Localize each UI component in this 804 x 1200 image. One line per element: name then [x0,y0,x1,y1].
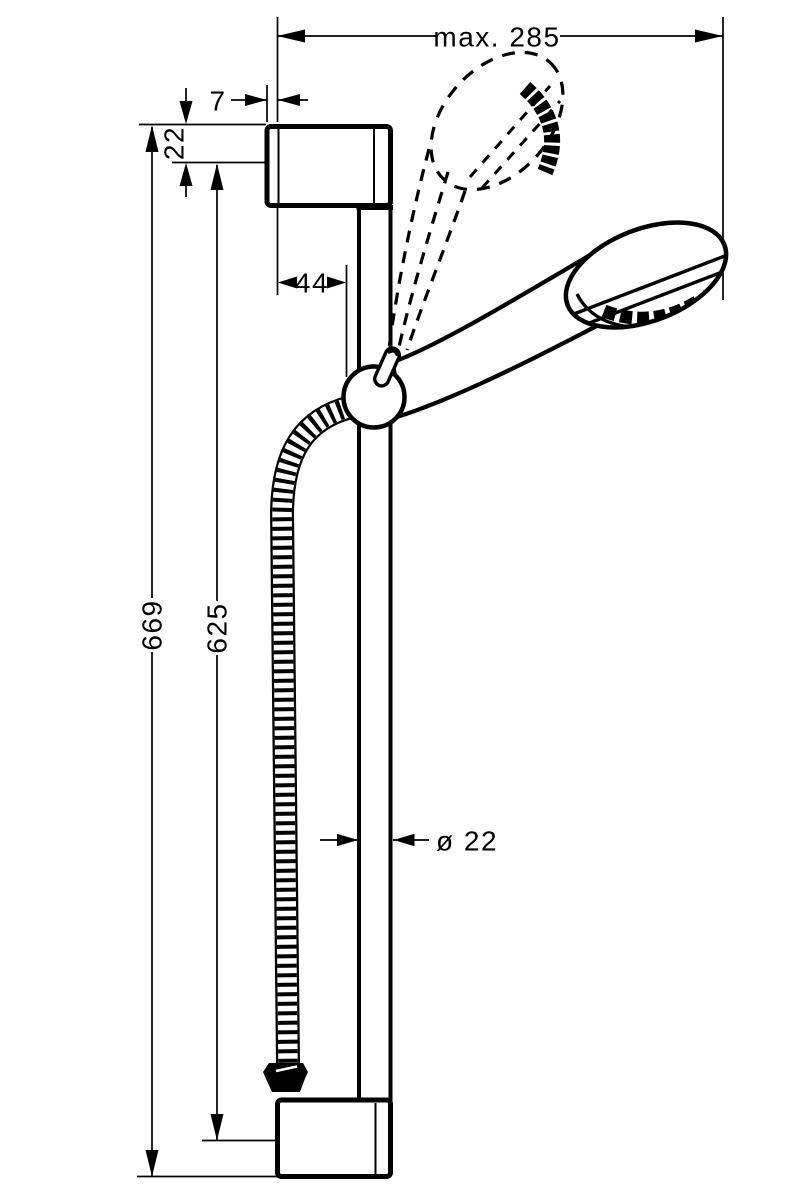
hose-connector-highlight [275,1065,298,1073]
top-bracket-body [264,124,393,208]
arrowhead-left [277,29,305,43]
alt-head-outline [429,50,565,192]
arrowhead-up [179,163,193,186]
dimension-label-bar-diameter: ø 22 [436,826,498,857]
arrowhead-right [245,94,267,106]
holder-knob-tip [386,348,401,357]
alt-head-spray-face [519,81,561,176]
shower-holder [341,346,407,430]
dimension-label-max-width: max. 285 [433,22,560,53]
arrowhead-right [695,29,723,43]
head-face-line [570,265,736,332]
hose-corrugation [272,397,354,1064]
slide-bar [356,205,393,1102]
hose-connector [263,1063,308,1092]
arrowhead-left [278,276,297,289]
arrowhead-up [145,125,159,152]
dimension-wall-to-holder: 44 [276,208,348,377]
head-face-line [565,252,731,319]
arrowhead-right [327,276,346,289]
arrowhead-down [210,1114,224,1141]
dimension-top-offset: 22 [139,88,266,197]
arrowhead-left [393,833,415,847]
dimension-overall-height: 669 [137,125,278,1178]
alt-handle-edge [405,190,467,351]
hand-shower-alt-position [387,50,565,357]
dimension-bracket-depth: 7 [209,85,308,122]
dimension-annotations: max. 285 7 22 44 [137,17,724,1178]
shower-hose [263,395,355,1092]
arrowhead-down [145,1150,159,1177]
arrowhead-right [337,833,358,847]
dimension-label-top-offset: 22 [159,126,190,160]
dimension-bar-diameter: ø 22 [320,826,498,857]
alt-handle-edge [395,171,450,357]
hand-shower [390,220,736,419]
wall-bracket-bottom [275,1097,393,1179]
dimension-bar-length: 625 [202,163,278,1142]
arrowhead-left [278,94,300,106]
bottom-bracket-body [275,1097,393,1179]
alt-handle-edge [387,148,431,350]
arrowhead-up [210,163,224,190]
dimension-label-bracket-depth: 7 [209,86,226,117]
dimension-label-overall-height: 669 [137,599,168,650]
wall-bracket-top [264,124,393,208]
holder-knob [373,346,401,388]
dimension-max-width: max. 285 [276,17,724,300]
arrowhead-down [179,101,193,124]
dimension-label-bar-length: 625 [202,602,233,653]
dimension-label-wall-to-holder: 44 [295,268,329,299]
